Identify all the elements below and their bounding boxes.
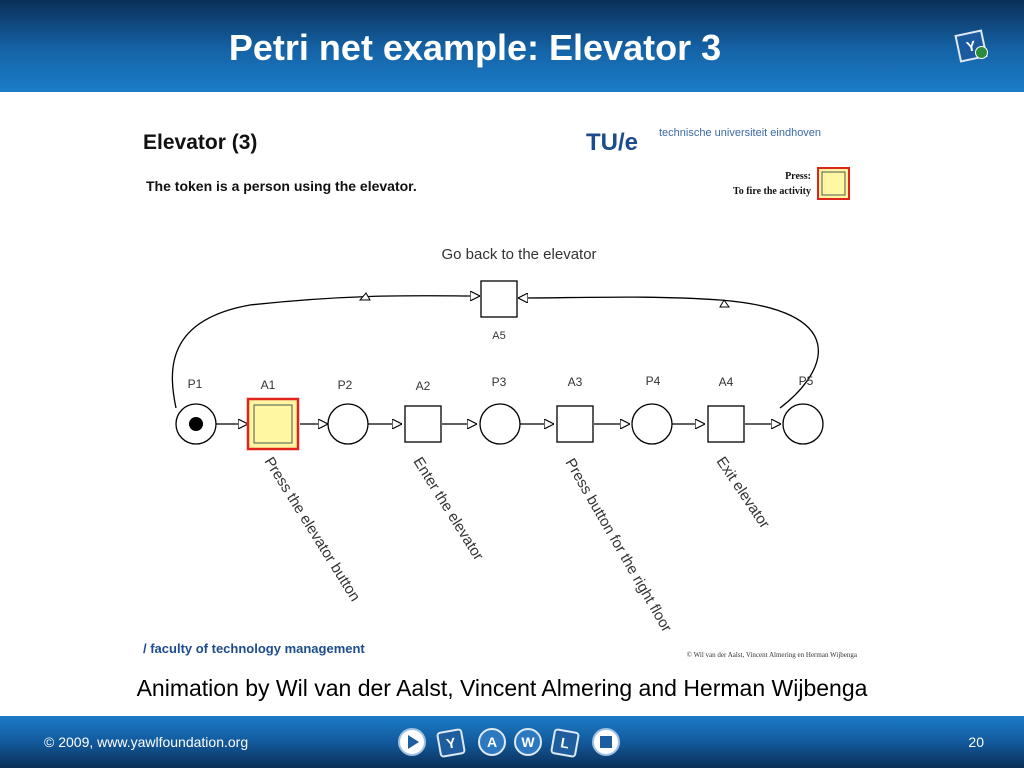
arc-a5-p1 [171, 296, 480, 409]
arc-p5-a5 [518, 297, 819, 409]
transition-label-a1: A1 [261, 378, 276, 392]
place-label-p4: P4 [646, 374, 661, 388]
arc-marker-left [358, 292, 371, 301]
play-badge-icon [975, 46, 988, 59]
tue-logo: TU/e [586, 129, 638, 156]
stop-icon [600, 736, 612, 748]
slide-title: Petri net example: Elevator 3 [228, 27, 722, 68]
action-label-a2: Enter the elevator [410, 454, 487, 563]
play-button[interactable] [398, 728, 426, 756]
transition-a1-inner [253, 404, 293, 444]
press-legend-box [817, 167, 850, 200]
diagram-heading: Elevator (3) [143, 131, 257, 154]
press-legend-inner [821, 171, 846, 196]
place-label-p5: P5 [799, 374, 814, 388]
place-p3 [479, 403, 521, 445]
transition-a1[interactable] [246, 397, 300, 451]
press-label: Press: [785, 171, 811, 182]
nav-y-tile[interactable]: Y [435, 727, 467, 759]
place-p4 [631, 403, 673, 445]
footer-bar: © 2009, www.yawlfoundation.org Y A W L 2… [0, 716, 1024, 768]
faculty-label: / faculty of technology management [143, 641, 365, 656]
place-label-p2: P2 [338, 378, 353, 392]
action-label-a3: Press button for the right floor [562, 456, 676, 636]
stop-button[interactable] [592, 728, 620, 756]
transition-a2[interactable] [404, 405, 442, 443]
diagram-subtitle: The token is a person using the elevator… [146, 178, 417, 194]
petri-net-diagram: Elevator (3) The token is a person using… [143, 127, 858, 659]
transition-label-a5: A5 [492, 330, 505, 342]
place-p5 [782, 403, 824, 445]
token-icon [189, 417, 203, 431]
diagram-credit: © Wil van der Aalst, Vincent Almering en… [687, 651, 858, 659]
nav-l-tile[interactable]: L [549, 727, 581, 759]
university-name: technische universiteit eindhoven [659, 127, 821, 139]
action-label-a1: Press the elevator button [261, 454, 364, 604]
page-number: 20 [968, 734, 984, 750]
transition-a3[interactable] [556, 405, 594, 443]
action-label-a4: Exit elevator [713, 454, 773, 532]
press-instruction: To fire the activity [733, 186, 811, 197]
nav-w-circle[interactable]: W [514, 728, 542, 756]
transition-label-a2: A2 [416, 379, 431, 393]
transition-label-a4: A4 [719, 375, 734, 389]
nav-a-circle[interactable]: A [478, 728, 506, 756]
transition-label-a3: A3 [568, 375, 583, 389]
animation-credit: Animation by Wil van der Aalst, Vincent … [136, 675, 868, 701]
transition-a5[interactable] [480, 280, 518, 318]
play-icon [408, 735, 419, 749]
place-p2 [327, 403, 369, 445]
transition-a4[interactable] [707, 405, 745, 443]
copyright-text: © 2009, www.yawlfoundation.org [44, 734, 249, 750]
yawl-nav: Y A W L [398, 727, 628, 762]
place-label-p1: P1 [188, 377, 203, 391]
arc-marker-right [719, 299, 730, 308]
loop-label: Go back to the elevator [441, 246, 596, 263]
place-label-p3: P3 [492, 375, 507, 389]
header-bar: Petri net example: Elevator 3 Y [0, 0, 1024, 92]
